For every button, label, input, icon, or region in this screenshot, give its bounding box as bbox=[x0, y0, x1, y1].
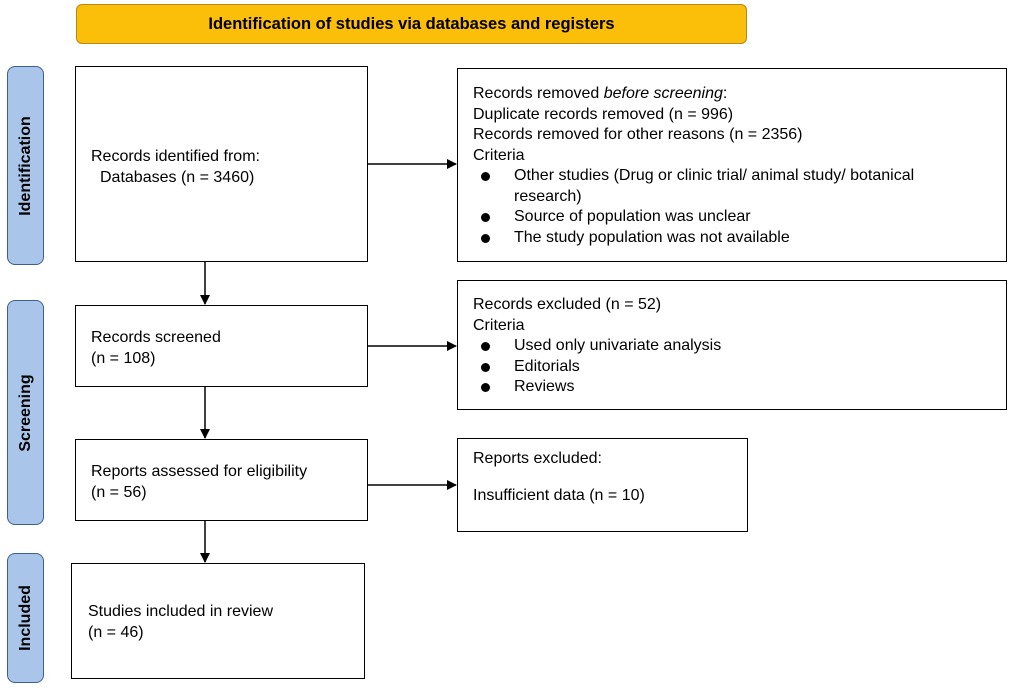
databases-count: Databases (n = 3460) bbox=[100, 169, 255, 186]
list-item: Other studies (Drug or clinic trial/ ani… bbox=[473, 166, 969, 207]
removed-criteria-list: Other studies (Drug or clinic trial/ ani… bbox=[473, 166, 1006, 248]
reports-excluded-box: Reports excluded: Insufficient data (n =… bbox=[457, 438, 748, 532]
reports-assessed-label: Reports assessed for eligibility bbox=[91, 463, 308, 480]
reports-assessed-count: (n = 56) bbox=[91, 484, 147, 501]
records-identified-box: Records identified from: Databases (n = … bbox=[75, 66, 368, 262]
bullet-icon bbox=[481, 383, 490, 392]
reports-excluded-title: Reports excluded: bbox=[473, 450, 602, 467]
duplicate-removed: Duplicate records removed (n = 996) bbox=[473, 105, 734, 123]
other-removed: Records removed for other reasons (n = 2… bbox=[473, 126, 803, 143]
bullet-icon bbox=[481, 362, 490, 372]
records-excluded-box: Records excluded (n = 52) Criteria Used … bbox=[457, 280, 1007, 410]
records-removed-title: Records removed before screening: bbox=[473, 85, 728, 102]
studies-included-label: Studies included in review bbox=[88, 603, 273, 620]
records-removed-box: Records removed before screening: Duplic… bbox=[457, 68, 1007, 262]
list-item: Used only univariate analysis bbox=[473, 336, 1006, 357]
records-screened-count: (n = 108) bbox=[91, 350, 156, 367]
studies-included-count: (n = 46) bbox=[88, 624, 144, 641]
excluded-criteria-list: Used only univariate analysis Editorials… bbox=[473, 336, 1006, 398]
header-banner: Identification of studies via databases … bbox=[76, 4, 747, 44]
records-excluded-title: Records excluded (n = 52) bbox=[473, 296, 662, 313]
list-item: Source of population was unclear bbox=[473, 207, 1006, 228]
studies-included-box: Studies included in review (n = 46) bbox=[71, 563, 365, 679]
bullet-icon bbox=[481, 233, 490, 243]
phase-included: Included bbox=[7, 553, 44, 683]
records-identified-label: Records identified from: bbox=[91, 148, 260, 165]
bullet-icon bbox=[481, 172, 490, 181]
list-item: The study population was not available bbox=[473, 228, 1006, 249]
reports-excluded-reason: Insufficient data (n = 10) bbox=[473, 487, 645, 504]
criteria-label: Criteria bbox=[473, 146, 525, 164]
bullet-icon bbox=[481, 213, 490, 222]
reports-assessed-box: Reports assessed for eligibility (n = 56… bbox=[75, 439, 368, 521]
list-item: Editorials bbox=[473, 357, 1006, 378]
records-screened-box: Records screened (n = 108) bbox=[75, 305, 368, 387]
phase-screening: Screening bbox=[7, 300, 44, 525]
list-item: Reviews bbox=[473, 377, 1006, 398]
criteria-label: Criteria bbox=[473, 316, 525, 334]
header-title: Identification of studies via databases … bbox=[208, 14, 615, 33]
phase-identification: Identification bbox=[7, 66, 44, 265]
bullet-icon bbox=[481, 342, 490, 351]
records-screened-label: Records screened bbox=[91, 329, 221, 346]
